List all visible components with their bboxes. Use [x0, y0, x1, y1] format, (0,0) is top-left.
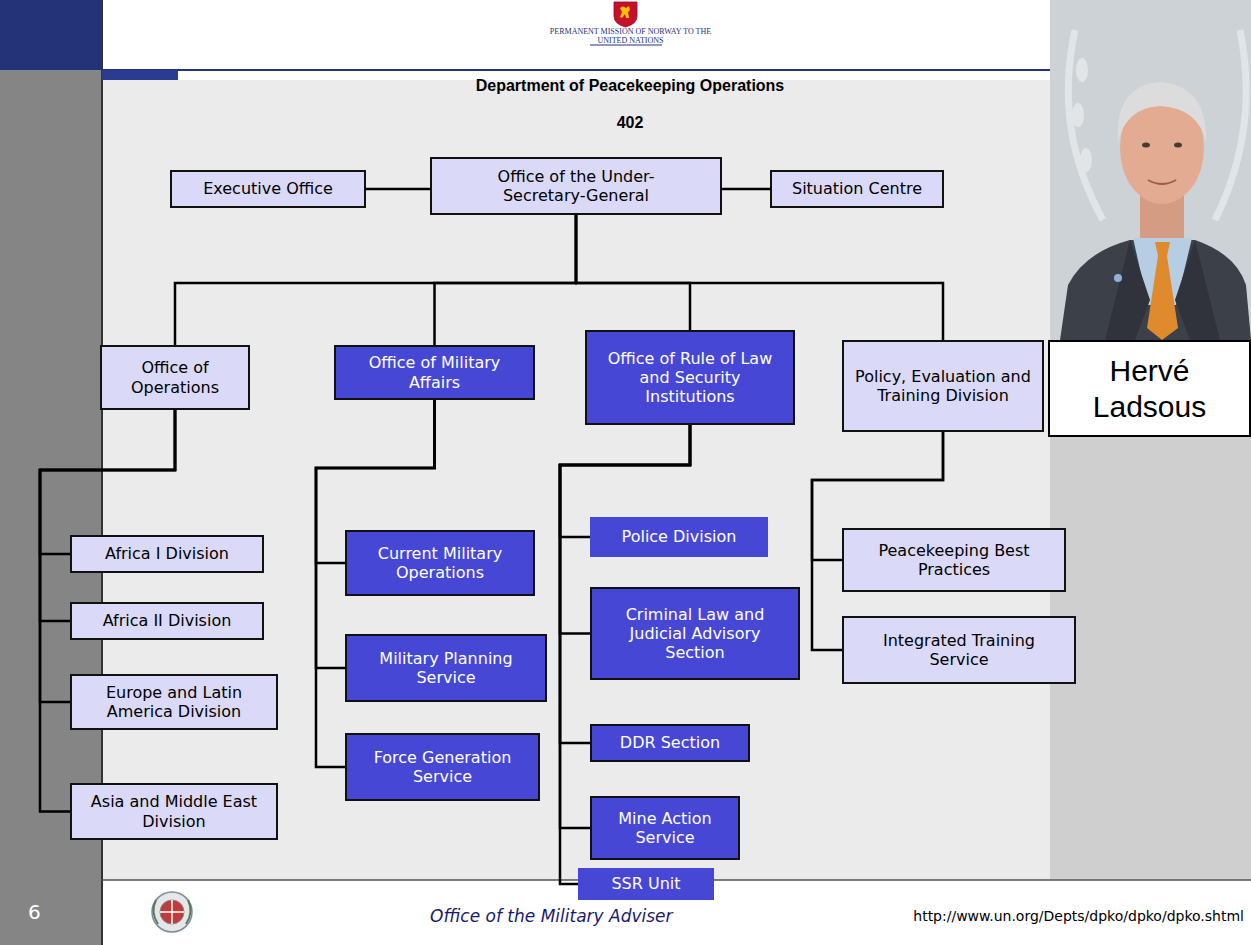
- org-box: Asia and Middle East Division: [70, 783, 278, 840]
- connector-line: [175, 215, 576, 345]
- box-label: Situation Centre: [792, 179, 922, 198]
- staff-count: 402: [530, 113, 730, 132]
- box-label: Integrated Training Service: [852, 631, 1066, 669]
- connector-line: [722, 188, 770, 191]
- box-label: Office of Military Affairs: [344, 353, 525, 391]
- box-label: Policy, Evaluation and Training Division: [852, 367, 1034, 405]
- box-label: Europe and Latin America Division: [80, 683, 268, 721]
- connector-line: [576, 215, 943, 340]
- org-box: Situation Centre: [770, 170, 944, 208]
- org-box: Force Generation Service: [345, 733, 540, 801]
- org-box: Office of Military Affairs: [334, 345, 535, 400]
- org-box: Office of Rule of Law and Security Insti…: [585, 330, 795, 425]
- org-box: DDR Section: [590, 724, 750, 762]
- org-box: Executive Office: [170, 170, 366, 208]
- chart-title: Department of Peacekeeping Operations: [330, 76, 930, 95]
- connector-line: [560, 425, 690, 743]
- org-box: Africa I Division: [70, 535, 264, 573]
- box-label: Force Generation Service: [355, 748, 530, 786]
- org-box: Policy, Evaluation and Training Division: [842, 340, 1044, 432]
- org-box: Peacekeeping Best Practices: [842, 528, 1066, 592]
- source-url: http://www.un.org/Depts/dpko/dpko/dpko.s…: [880, 908, 1244, 925]
- box-label: SSR Unit: [611, 874, 680, 893]
- header-rule: [102, 69, 1050, 71]
- box-label: Office of the Under-Secretary-General: [472, 167, 680, 205]
- org-box: Office of the Under-Secretary-General: [430, 157, 722, 215]
- org-box: Integrated Training Service: [842, 616, 1076, 684]
- side-panel: [1050, 437, 1251, 880]
- box-label: Office of Rule of Law and Security Insti…: [595, 349, 785, 407]
- org-box: Criminal Law and Judicial Advisory Secti…: [590, 587, 800, 680]
- org-box: Police Division: [590, 517, 768, 557]
- connector-line: [40, 410, 175, 621]
- box-label: Criminal Law and Judicial Advisory Secti…: [600, 605, 790, 663]
- connector-line: [435, 215, 577, 345]
- org-box: Mine Action Service: [590, 796, 740, 860]
- org-box: SSR Unit: [578, 868, 714, 900]
- org-box: Africa II Division: [70, 602, 264, 640]
- slide-number: 6: [28, 900, 68, 924]
- box-label: Current Military Operations: [355, 544, 525, 582]
- portrait-photo: [1050, 0, 1251, 340]
- box-label: Africa I Division: [105, 544, 229, 563]
- box-label: Police Division: [622, 527, 737, 546]
- box-label: DDR Section: [620, 733, 720, 752]
- org-box: Office of Operations: [100, 345, 250, 410]
- org-box: Current Military Operations: [345, 530, 535, 596]
- connector-line: [40, 410, 175, 554]
- connector-line: [576, 215, 690, 330]
- box-label: Military Planning Service: [355, 649, 537, 687]
- box-label: Asia and Middle East Division: [80, 792, 268, 830]
- box-label: Peacekeeping Best Practices: [852, 541, 1056, 579]
- content-panel: [102, 80, 1050, 880]
- box-label: Mine Action Service: [600, 809, 730, 847]
- header-tab: [102, 70, 178, 80]
- box-label: Africa II Division: [103, 611, 232, 630]
- name-box: Hervé Ladsous: [1048, 340, 1251, 437]
- box-label: Office of Operations: [110, 358, 240, 396]
- footer-text: Office of the Military Adviser: [430, 906, 730, 926]
- corner-block: [0, 0, 102, 70]
- connector-line: [366, 188, 430, 191]
- mission-name: PERMANENT MISSION OF NORWAY TO THE UNITE…: [548, 27, 713, 45]
- box-label: Executive Office: [203, 179, 333, 198]
- org-box: Europe and Latin America Division: [70, 674, 278, 730]
- org-box: Military Planning Service: [345, 634, 547, 702]
- box-label: Hervé Ladsous: [1080, 353, 1219, 425]
- un-logo: [152, 892, 192, 932]
